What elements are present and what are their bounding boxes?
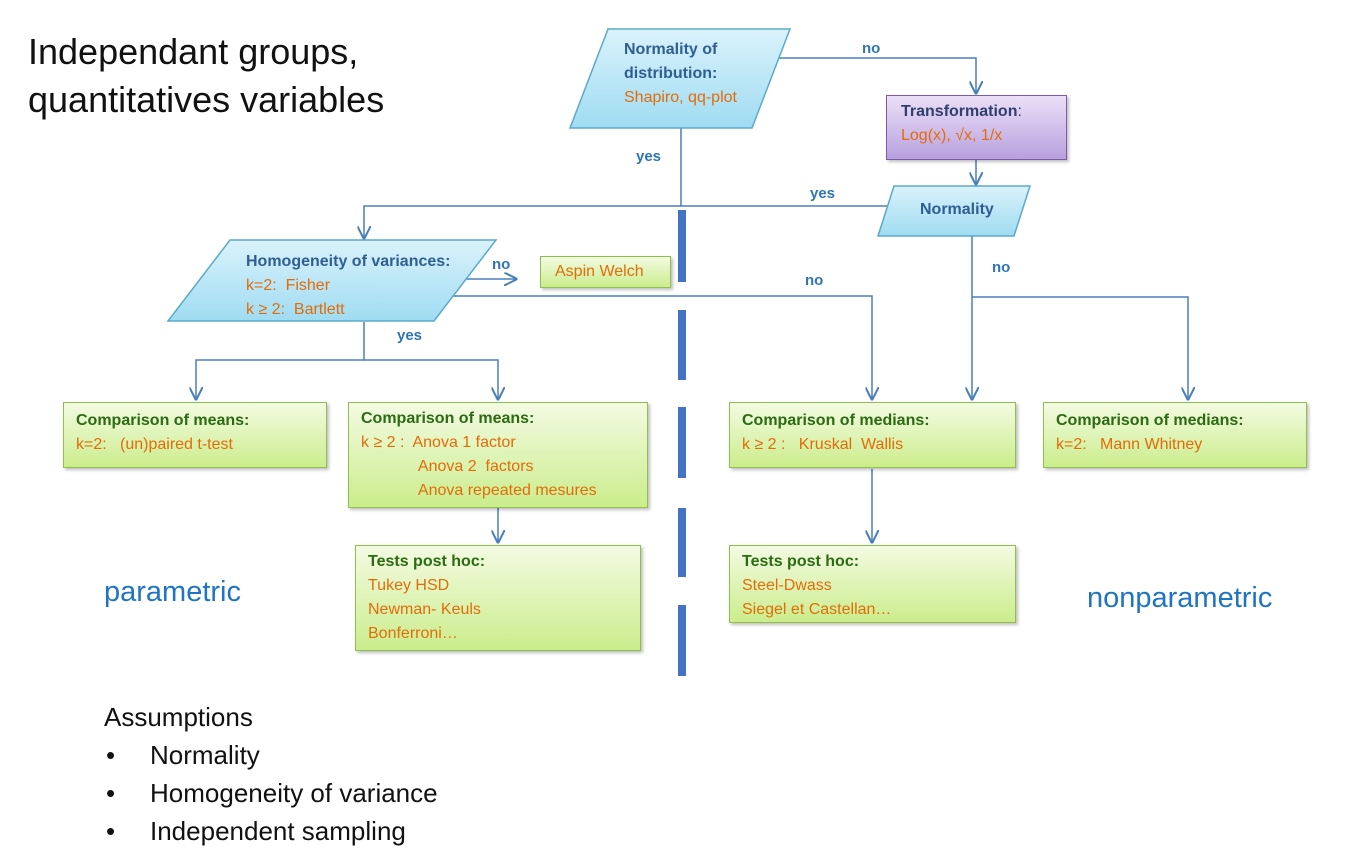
means-box-t-test-head: Comparison of means: bbox=[76, 412, 250, 429]
transformation-label: Transformation bbox=[901, 103, 1018, 120]
normality-box: Normality of distribution: Shapiro, qq-p… bbox=[624, 38, 737, 110]
normality2-label: Normality bbox=[920, 201, 994, 218]
posthoc-parametric-line-2: Newman- Keuls bbox=[368, 601, 481, 618]
transformation-box: Transformation: Log(x), √x, 1/x bbox=[886, 95, 1067, 160]
nonparametric-label: nonparametric bbox=[1087, 582, 1273, 614]
homogeneity-box: Homogeneity of variances: k=2: Fisher k … bbox=[246, 250, 451, 322]
flow-label-yes-normality2: yes bbox=[810, 185, 836, 202]
homogeneity-label: Homogeneity of variances: bbox=[246, 253, 451, 270]
means-box-anova: Comparison of means: k ≥ 2 : Anova 1 fac… bbox=[348, 402, 648, 508]
assumptions-list: Normality Homogeneity of variance Indepe… bbox=[104, 736, 438, 850]
means-box-anova-head: Comparison of means: bbox=[361, 410, 535, 427]
medians-box-kruskal-line: k ≥ 2 : Kruskal Wallis bbox=[742, 436, 904, 453]
posthoc-parametric-line-1: Tukey HSD bbox=[368, 577, 450, 594]
flow-label-no-kruskal: no bbox=[805, 272, 824, 289]
homogeneity-fisher: k=2: Fisher bbox=[246, 277, 331, 294]
assumption-item: Homogeneity of variance bbox=[104, 774, 438, 812]
medians-box-mann-whitney-line: k=2: Mann Whitney bbox=[1056, 436, 1203, 453]
medians-box-mann-whitney-head: Comparison of medians: bbox=[1056, 412, 1244, 429]
posthoc-nonparametric-head: Tests post hoc: bbox=[742, 553, 860, 570]
flow-label-no-top: no bbox=[862, 40, 881, 57]
normality-tests: Shapiro, qq-plot bbox=[624, 89, 737, 106]
assumptions-section: Assumptions Normality Homogeneity of var… bbox=[104, 698, 438, 850]
assumptions-heading: Assumptions bbox=[104, 702, 253, 732]
means-box-t-test-line: k=2: (un)paired t-test bbox=[76, 436, 233, 453]
transformation-colon: : bbox=[1017, 103, 1022, 120]
normality-line-1: Normality of bbox=[624, 41, 718, 58]
transformation-formula: Log(x), √x, 1/x bbox=[901, 127, 1003, 144]
assumption-item: Independent sampling bbox=[104, 812, 438, 850]
flow-label-no-normality2: no bbox=[992, 259, 1011, 276]
connector-yes-split bbox=[196, 322, 365, 399]
aspin-welch-box: Aspin Welch bbox=[540, 256, 671, 288]
means-box-t-test: Comparison of means: k=2: (un)paired t-t… bbox=[63, 402, 327, 468]
assumption-item: Normality bbox=[104, 736, 438, 774]
connector-yes-to-anova bbox=[364, 359, 498, 399]
posthoc-parametric-line-3: Bonferroni… bbox=[368, 625, 458, 642]
aspin-welch-label: Aspin Welch bbox=[555, 263, 644, 280]
connector-no-to-transformation bbox=[778, 57, 976, 93]
parametric-label: parametric bbox=[104, 576, 241, 608]
medians-box-mann-whitney: Comparison of medians: k=2: Mann Whitney bbox=[1043, 402, 1307, 468]
connector-yes-to-homogeneity bbox=[364, 128, 682, 238]
medians-box-kruskal: Comparison of medians: k ≥ 2 : Kruskal W… bbox=[729, 402, 1016, 468]
title-line-2: quantitatives variables bbox=[28, 79, 385, 120]
homogeneity-shape bbox=[166, 239, 498, 322]
flow-label-yes-top: yes bbox=[636, 148, 662, 165]
flow-label-yes-homogeneity: yes bbox=[397, 327, 423, 344]
normality-shape bbox=[568, 28, 792, 129]
homogeneity-bartlett: k ≥ 2: Bartlett bbox=[246, 301, 345, 318]
posthoc-nonparametric-line-1: Steel-Dwass bbox=[742, 577, 832, 594]
posthoc-parametric-head: Tests post hoc: bbox=[368, 553, 486, 570]
medians-box-kruskal-head: Comparison of medians: bbox=[742, 412, 930, 429]
means-box-anova-line-2: Anova 2 factors bbox=[361, 458, 534, 475]
page-title: Independant groups, quantitatives variab… bbox=[28, 28, 384, 124]
title-line-1: Independant groups, bbox=[28, 31, 359, 72]
connector-no-to-mann-whitney bbox=[972, 296, 1188, 399]
posthoc-nonparametric-line-2: Siegel et Castellan… bbox=[742, 601, 892, 618]
flow-label-no-homogeneity: no bbox=[492, 256, 511, 273]
normality-line-2: distribution: bbox=[624, 65, 718, 82]
posthoc-parametric-box: Tests post hoc: Tukey HSD Newman- Keuls … bbox=[355, 545, 641, 651]
normality2-shape bbox=[876, 185, 1032, 237]
means-box-anova-line-3: Anova repeated mesures bbox=[361, 482, 597, 499]
means-box-anova-line-1: k ≥ 2 : Anova 1 factor bbox=[361, 434, 516, 451]
posthoc-nonparametric-box: Tests post hoc: Steel-Dwass Siegel et Ca… bbox=[729, 545, 1016, 623]
connector-no-to-kruskal bbox=[452, 295, 872, 399]
